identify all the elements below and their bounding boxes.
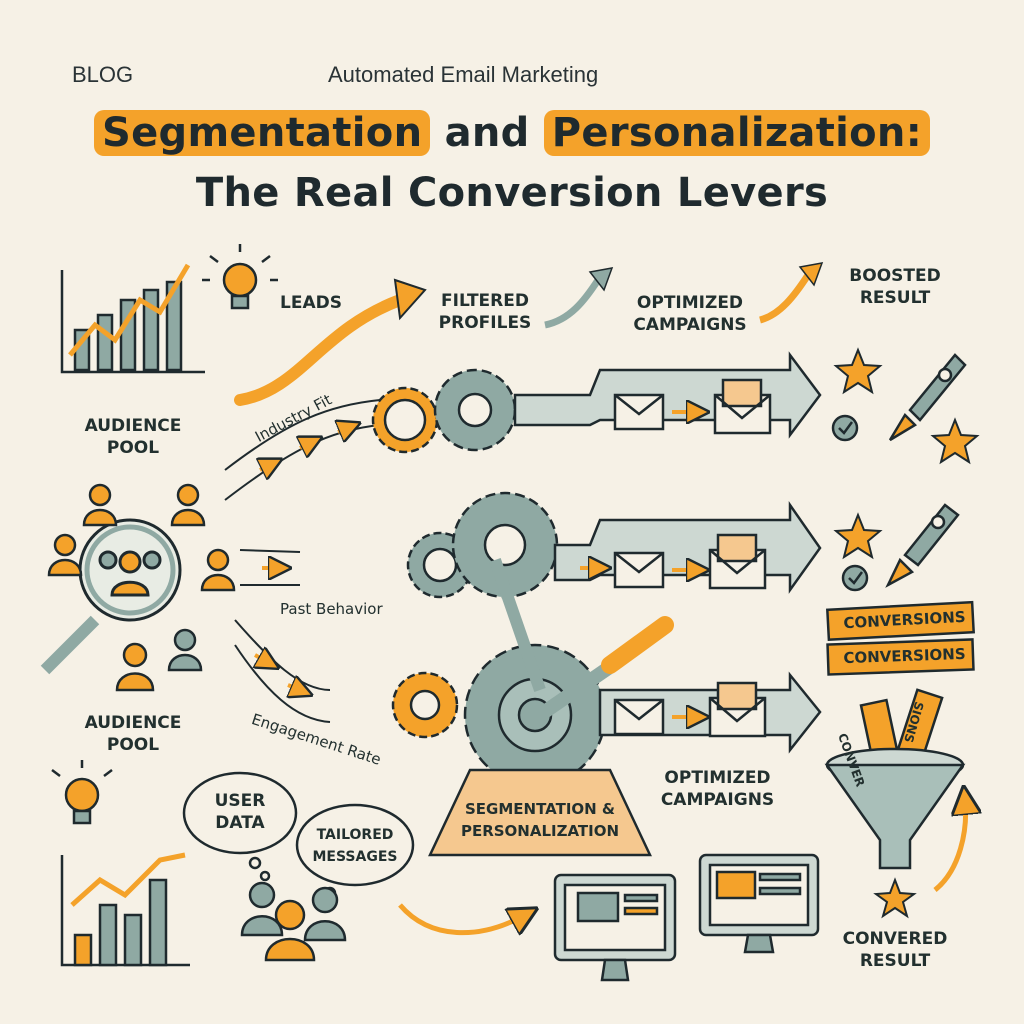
lightbulb-icon: [202, 244, 278, 310]
gear-icon-bottom: [391, 643, 607, 787]
machine-label: SEGMENTATION & PERSONALIZATION: [460, 800, 620, 840]
envelope-icon: [613, 378, 772, 738]
magnifier-icon: [40, 518, 182, 675]
pipeline-arrow-middle: [553, 501, 822, 594]
swoop-arrow-icon: [398, 903, 525, 933]
bar-chart-icon: [60, 852, 190, 967]
users-icon: [240, 881, 347, 962]
growth-chart-icon: [60, 263, 205, 374]
conversions-banner: [825, 600, 975, 676]
gear-icon-top: [371, 368, 517, 454]
label-past-behavior: Past Behavior: [280, 600, 383, 618]
title-connector: and: [430, 110, 544, 156]
bubble-user-data: USER DATA: [214, 791, 266, 833]
trend-arrow-icon: [544, 278, 601, 329]
flow-lane-bottom: [234, 619, 331, 723]
pipeline-arrow-top: [513, 351, 822, 439]
label-boosted-result: BOOSTED RESULT: [849, 266, 941, 308]
rocket-icon: [885, 353, 967, 588]
audience-people-icon: [47, 483, 236, 692]
title-highlight-personalization: Personalization:: [543, 110, 931, 156]
flow-lane-top: [224, 399, 381, 501]
flow-lane-middle: [239, 549, 301, 586]
machine-base: [428, 768, 652, 857]
star-icon: [833, 347, 980, 919]
label-audience-pool-top: AUDIENCE POOL: [84, 416, 182, 458]
title-highlight-segmentation: Segmentation: [93, 110, 431, 156]
label-convered-result: CONVERED RESULT: [842, 929, 948, 971]
mini-arrow-icon: [580, 412, 698, 717]
speech-bubble: [182, 771, 415, 900]
up-arrow-icon: [933, 800, 966, 892]
trend-arrow-icon-2: [758, 273, 811, 324]
monitor-icon: [553, 853, 820, 982]
page-title-line1: Segmentation and Personalization:: [0, 110, 1024, 156]
label-optimized-campaigns-top: OPTIMIZED CAMPAIGNS: [633, 293, 747, 335]
lightbulb-icon-bottom: [51, 760, 113, 825]
page-title-line2: The Real Conversion Levers: [195, 170, 829, 216]
leads-arrow-icon: [234, 294, 406, 406]
gear-icon-middle: [406, 491, 559, 599]
label-optimized-campaigns-bottom: OPTIMIZED CAMPAIGNS: [660, 768, 775, 810]
label-leads: LEADS: [280, 293, 342, 313]
label-filtered-profiles: FILTERED PROFILES: [438, 291, 532, 333]
label-audience-pool-bottom: AUDIENCE POOL: [84, 713, 182, 755]
bubble-tailored-messages: TAILORED MESSAGES: [312, 827, 398, 865]
funnel-icon: [824, 688, 966, 870]
blog-kicker: BLOG: [72, 62, 134, 87]
check-icon: [831, 414, 869, 592]
category-kicker: Automated Email Marketing: [328, 62, 599, 87]
lever-handle-icon: [489, 558, 674, 721]
